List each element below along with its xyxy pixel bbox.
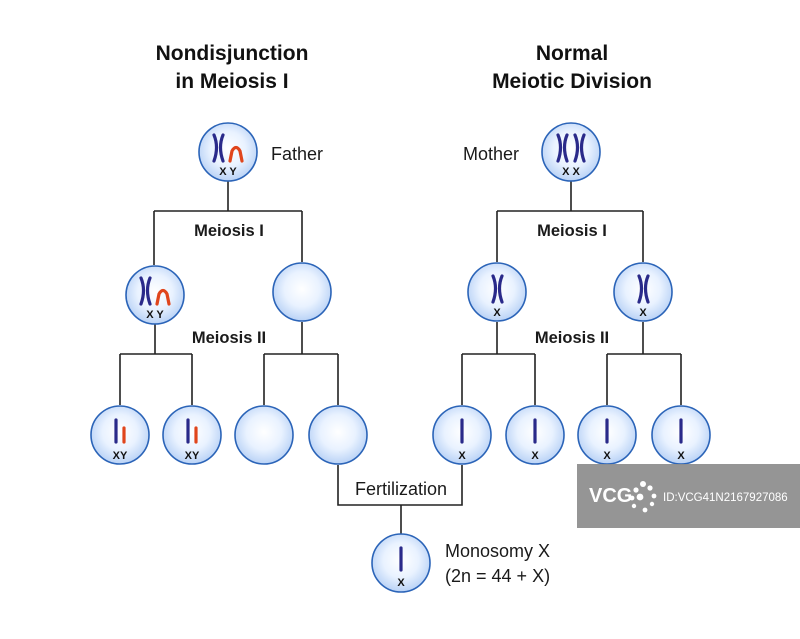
chromosome-label: X Y <box>146 309 164 321</box>
gamete-cell-6: X <box>505 405 565 465</box>
left-meiosis1-empty-cell <box>272 262 332 322</box>
x-chromosome-icon <box>637 274 650 304</box>
x-chromosome-icon <box>139 276 152 306</box>
chromosome-label: X <box>603 450 611 462</box>
watermark-background <box>577 464 800 528</box>
chromosome-label: XY <box>113 450 128 462</box>
mother-chromosome-label: X X <box>562 166 580 178</box>
right-title-line2: Meiotic Division <box>492 70 652 93</box>
left-title-line2: in Meiosis I <box>175 70 288 93</box>
stage-label-meiosis2-right: Meiosis II <box>535 329 609 347</box>
cell-body <box>467 262 527 322</box>
father-meiosis1-branch <box>153 181 303 265</box>
watermark-logo: VCG <box>589 485 632 507</box>
cell-body <box>90 405 150 465</box>
chromosome-label: X <box>397 577 405 589</box>
mother-cell-body <box>541 122 601 182</box>
fertilization-connector <box>337 465 463 534</box>
chromosome-label: X <box>493 307 501 319</box>
watermark: VCG ID:VCG41N2167927086 <box>577 464 800 528</box>
gamete-cell-7: X <box>577 405 637 465</box>
cell-body <box>613 262 673 322</box>
chromosome-label: XY <box>185 450 200 462</box>
connector-lines <box>119 181 682 534</box>
result-label-line2: (2n = 44 + X) <box>445 566 550 586</box>
left-meiosis1-xy-cell: X Y <box>125 265 185 325</box>
x-chromosome-icon <box>212 133 225 163</box>
cell-body <box>162 405 222 465</box>
mother-cell: X X <box>541 122 601 182</box>
father-label: Father <box>271 144 323 164</box>
father-chromosome-label: X Y <box>219 166 237 178</box>
x-chromosome-icon <box>556 133 569 163</box>
mother-label: Mother <box>463 144 519 164</box>
gamete-cell-4-empty <box>308 405 368 465</box>
y-chromosome-icon <box>155 288 171 306</box>
gamete-cell-5: X <box>432 405 492 465</box>
stage-label-meiosis1-left: Meiosis I <box>194 222 264 240</box>
y-chromosome-icon <box>228 145 244 163</box>
right-meiosis2-branch-b <box>606 322 682 405</box>
right-meiosis1-x-cell-b: X <box>613 262 673 322</box>
gamete-cell-2: XY <box>162 405 222 465</box>
watermark-swirl-icon <box>629 481 657 513</box>
mother-meiosis1-branch <box>496 181 644 262</box>
gamete-cell-3-empty <box>234 405 294 465</box>
chromosome-label: X <box>531 450 539 462</box>
chromosome-label: X <box>677 450 685 462</box>
left-meiosis2-branch-a <box>119 324 193 405</box>
fertilization-label: Fertilization <box>355 479 447 499</box>
right-meiosis2-branch-a <box>461 322 536 405</box>
stage-label-meiosis2-left: Meiosis II <box>192 329 266 347</box>
watermark-id: ID:VCG41N2167927086 <box>663 492 788 504</box>
chromosome-label: X <box>639 307 647 319</box>
gamete-cell-1: XY <box>90 405 150 465</box>
right-meiosis1-x-cell-a: X <box>467 262 527 322</box>
x-chromosome-icon <box>573 133 586 163</box>
x-chromosome-icon <box>491 274 504 304</box>
left-meiosis2-branch-b <box>263 322 339 405</box>
result-label-line1: Monosomy X <box>445 541 550 561</box>
left-title-line1: Nondisjunction <box>156 42 309 65</box>
stage-label-meiosis1-right: Meiosis I <box>537 222 607 240</box>
zygote-cell: X <box>371 533 431 593</box>
gamete-cell-8: X <box>651 405 711 465</box>
chromosome-label: X <box>458 450 466 462</box>
fertilization-label-bg <box>341 476 461 501</box>
father-cell: X Y <box>198 122 258 182</box>
right-title-line1: Normal <box>536 42 608 65</box>
